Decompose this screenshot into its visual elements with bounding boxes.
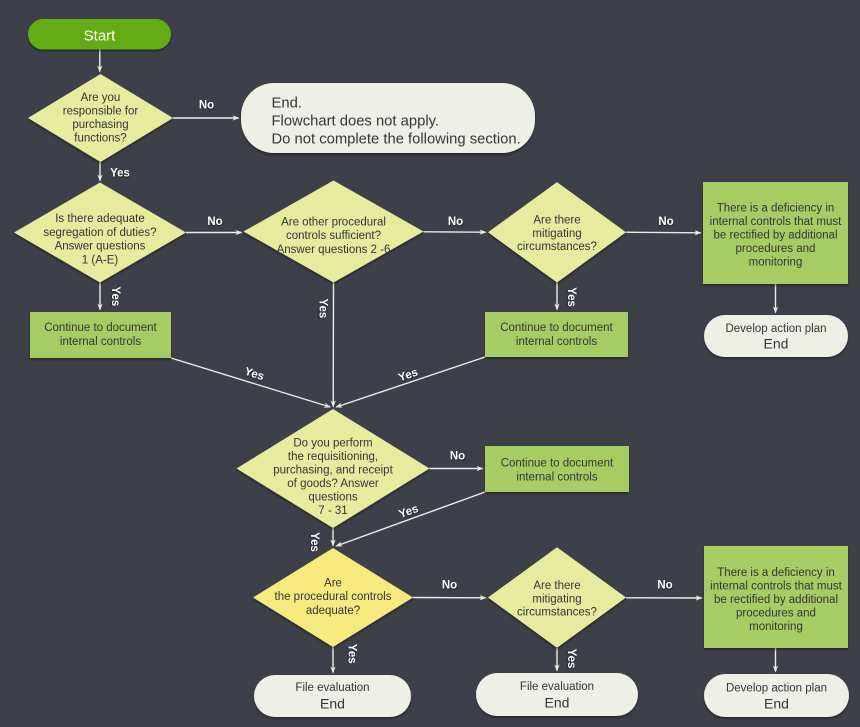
- svg-text:Continue to document: Continue to document: [44, 322, 157, 334]
- svg-text:There is a deficiency in: There is a deficiency in: [717, 567, 835, 579]
- svg-text:monitoring: monitoring: [749, 621, 803, 633]
- svg-text:internal controls that must: internal controls that must: [710, 216, 842, 228]
- svg-text:Continue to document: Continue to document: [501, 458, 614, 470]
- svg-text:There is a deficiency in: There is a deficiency in: [717, 202, 835, 214]
- svg-text:Develop action plan: Develop action plan: [725, 323, 826, 335]
- svg-text:be rectified by additional: be rectified by additional: [713, 229, 837, 241]
- svg-text:No: No: [450, 451, 465, 463]
- svg-text:functions?: functions?: [74, 133, 126, 145]
- svg-text:No: No: [442, 580, 457, 592]
- svg-text:File evaluation: File evaluation: [295, 682, 369, 694]
- svg-text:End: End: [545, 695, 570, 711]
- svg-text:No: No: [448, 216, 463, 228]
- svg-text:internal controls: internal controls: [516, 471, 597, 483]
- svg-text:7 - 31: 7 - 31: [318, 505, 347, 517]
- svg-text:End.: End.: [272, 96, 302, 112]
- svg-text:internal controls: internal controls: [516, 336, 597, 348]
- svg-text:Do you perform: Do you perform: [293, 438, 372, 450]
- svg-text:questions: questions: [308, 492, 357, 504]
- svg-text:internal controls: internal controls: [60, 336, 141, 348]
- svg-text:be rectified by additional: be rectified by additional: [714, 594, 838, 606]
- svg-text:segregation of duties?: segregation of duties?: [43, 227, 156, 239]
- svg-text:mitigating: mitigating: [532, 228, 581, 240]
- svg-text:Yes: Yes: [346, 644, 358, 664]
- svg-text:mitigating: mitigating: [532, 593, 581, 605]
- svg-text:of goods? Answer: of goods? Answer: [287, 478, 379, 490]
- svg-text:the requisitioning,: the requisitioning,: [288, 451, 378, 463]
- svg-text:Are you: Are you: [81, 92, 121, 104]
- svg-text:File evaluation: File evaluation: [520, 681, 594, 693]
- svg-text:purchasing, and receipt: purchasing, and receipt: [273, 465, 393, 477]
- svg-text:internal controls that must: internal controls that must: [710, 580, 842, 592]
- svg-text:Yes: Yes: [308, 532, 320, 552]
- svg-text:Yes: Yes: [565, 287, 577, 307]
- svg-text:monitoring: monitoring: [749, 256, 803, 268]
- svg-text:circumstances?: circumstances?: [517, 241, 597, 253]
- svg-text:controls sufficient?: controls sufficient?: [286, 230, 381, 242]
- svg-text:responsible for: responsible for: [63, 106, 139, 118]
- svg-text:No: No: [658, 216, 673, 228]
- svg-text:Are there: Are there: [533, 580, 580, 592]
- svg-text:Answer questions: Answer questions: [55, 241, 146, 253]
- svg-text:Yes: Yes: [565, 649, 577, 669]
- svg-text:No: No: [657, 580, 672, 592]
- svg-text:Yes: Yes: [110, 168, 130, 180]
- svg-text:End: End: [320, 696, 345, 712]
- svg-text:Develop action plan: Develop action plan: [726, 683, 827, 695]
- svg-text:Are: Are: [324, 578, 342, 590]
- svg-text:Start: Start: [84, 27, 117, 44]
- svg-text:Are other procedural: Are other procedural: [281, 217, 386, 229]
- svg-text:Yes: Yes: [109, 286, 121, 306]
- svg-text:End: End: [764, 696, 789, 712]
- svg-text:procedures and: procedures and: [736, 607, 816, 619]
- svg-text:Is there adequate: Is there adequate: [55, 213, 145, 225]
- svg-text:adequate?: adequate?: [306, 605, 360, 617]
- svg-text:Yes: Yes: [316, 298, 328, 318]
- svg-text:Yes: Yes: [243, 366, 266, 383]
- svg-text:Flowchart does not apply.: Flowchart does not apply.: [272, 113, 440, 129]
- svg-text:the procedural controls: the procedural controls: [275, 591, 392, 603]
- svg-text:End: End: [764, 336, 789, 352]
- svg-text:Are there: Are there: [533, 215, 580, 227]
- svg-text:No: No: [207, 216, 222, 228]
- svg-text:Do not complete the following: Do not complete the following section.: [272, 131, 521, 147]
- svg-text:1 (A-E): 1 (A-E): [82, 254, 119, 266]
- svg-text:circumstances?: circumstances?: [517, 607, 597, 619]
- svg-text:procedures and: procedures and: [736, 243, 816, 255]
- svg-text:No: No: [199, 100, 214, 112]
- svg-text:Answer questions 2 -6: Answer questions 2 -6: [277, 244, 391, 256]
- svg-text:Continue to document: Continue to document: [500, 322, 613, 334]
- svg-text:purchasing: purchasing: [72, 119, 128, 131]
